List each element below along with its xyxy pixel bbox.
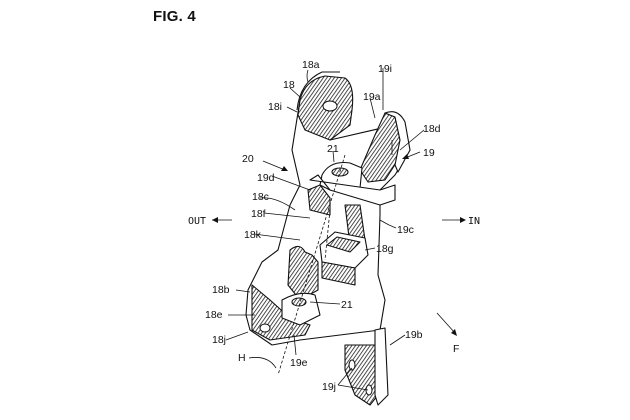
label-in: IN xyxy=(468,216,480,227)
label-20: 20 xyxy=(242,153,254,165)
lower-hole-18j xyxy=(259,323,271,333)
label-19i: 19i xyxy=(378,63,392,75)
notch-18k xyxy=(287,245,319,301)
flange-19b xyxy=(374,327,389,406)
label-f: F xyxy=(453,343,459,355)
label-18f: 18f xyxy=(251,208,266,220)
label-18k: 18k xyxy=(244,229,262,241)
label-19a: 19a xyxy=(363,91,381,103)
label-19e: 19e xyxy=(290,357,308,369)
axis-h xyxy=(277,154,346,376)
label-18e: 18e xyxy=(205,309,223,321)
label-21-bottom: 21 xyxy=(341,299,353,311)
label-out: OUT xyxy=(188,216,206,227)
f-arrow xyxy=(436,312,456,334)
middle-hatch-left xyxy=(307,184,331,216)
label-18i: 18i xyxy=(268,101,282,113)
flange-19-rim xyxy=(384,111,411,173)
label-18j: 18j xyxy=(212,334,226,346)
label-21-top: 21 xyxy=(327,143,339,155)
label-18d: 18d xyxy=(423,123,441,135)
boss-21-bottom xyxy=(281,292,321,326)
label-19c: 19c xyxy=(397,224,414,236)
label-18c: 18c xyxy=(252,191,269,203)
label-18b: 18b xyxy=(212,284,230,296)
label-19j: 19j xyxy=(322,381,336,393)
label-18a: 18a xyxy=(302,59,320,71)
figure-title: FIG. 4 xyxy=(153,8,196,25)
arrow-20 xyxy=(262,160,286,171)
label-19b: 19b xyxy=(405,329,423,341)
label-19: 19 xyxy=(423,147,435,159)
label-h: H xyxy=(238,352,246,364)
lower-plate-19j xyxy=(344,344,379,406)
label-18: 18 xyxy=(283,79,295,91)
upper-tab-hole xyxy=(322,100,338,112)
label-19d: 19d xyxy=(257,172,275,184)
upper-tab-rim xyxy=(296,71,340,111)
box-18g-inner xyxy=(326,236,361,253)
hole-19j-upper xyxy=(348,359,356,371)
middle-arm xyxy=(309,174,396,206)
label-18g: 18g xyxy=(376,243,394,255)
box-18g-side xyxy=(321,261,356,286)
